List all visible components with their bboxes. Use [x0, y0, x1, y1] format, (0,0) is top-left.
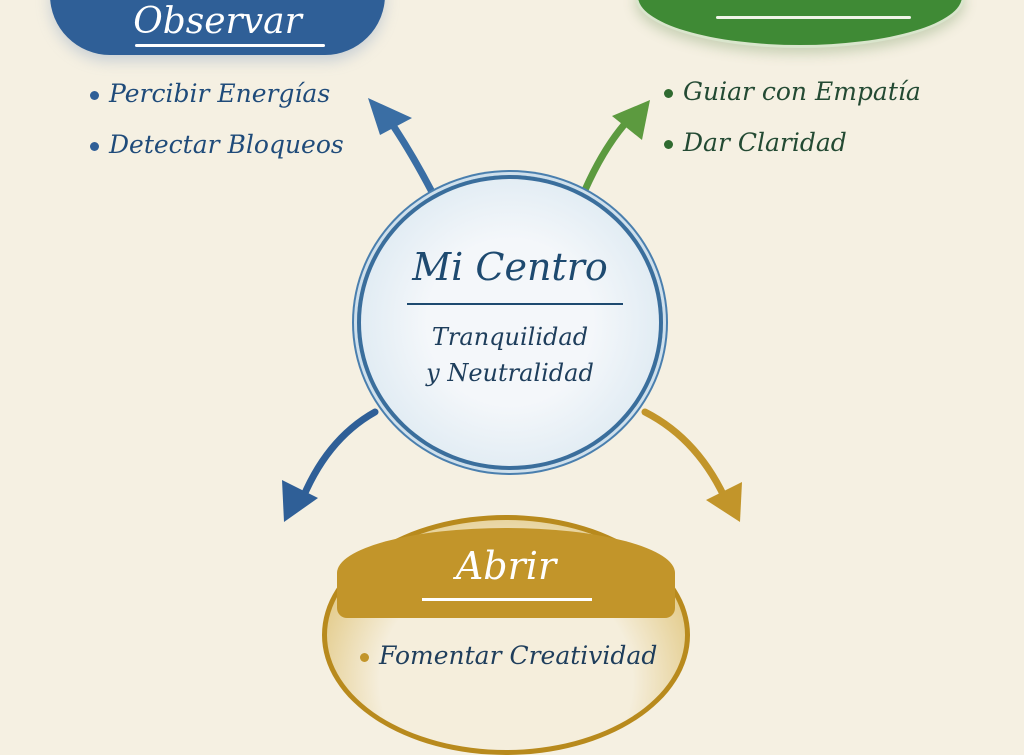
- arrowhead-icon: [612, 100, 650, 140]
- bullet-icon: [360, 653, 369, 662]
- abrir-underline: [422, 598, 592, 601]
- list-item: Guiar con Empatía: [664, 66, 921, 117]
- list-item: Dar Claridad: [664, 117, 921, 168]
- guiar-list: Guiar con Empatía Dar Claridad: [664, 66, 921, 168]
- arrow-observar: [384, 114, 436, 196]
- abrir-title: Abrir: [455, 544, 557, 588]
- center-line1: Tranquilidad: [431, 323, 589, 351]
- bullet-icon: [664, 89, 673, 98]
- bullet-icon: [90, 91, 99, 100]
- guiar-underline: [716, 16, 911, 19]
- list-item: Detectar Bloqueos: [90, 119, 344, 170]
- list-item: Fomentar Creatividad: [360, 630, 657, 681]
- observar-title: Observar: [133, 1, 302, 42]
- arrow-guiar: [581, 114, 634, 194]
- arrowhead-icon: [368, 98, 412, 135]
- observar-list: Percibir Energías Detectar Bloqueos: [90, 68, 344, 170]
- item-text: Dar Claridad: [683, 128, 847, 157]
- item-text: Fomentar Creatividad: [379, 641, 658, 670]
- abrir-header: [337, 528, 675, 618]
- center-title: Mi Centro: [412, 245, 608, 289]
- observar-node: Observar: [50, 0, 385, 55]
- center-node: Mi Centro Tranquilidad y Neutralidad: [357, 175, 663, 470]
- arrow-down-right: [641, 408, 732, 509]
- item-text: Detectar Bloqueos: [109, 130, 344, 159]
- observar-underline: [135, 44, 325, 47]
- arrowhead-icon: [706, 482, 742, 522]
- arrowhead-icon: [282, 480, 318, 522]
- arrows: [282, 98, 742, 522]
- center-divider: [407, 303, 623, 305]
- item-text: Guiar con Empatía: [683, 77, 921, 106]
- list-item: Percibir Energías: [90, 68, 344, 119]
- bullet-icon: [664, 140, 673, 149]
- arrow-down-left: [296, 408, 379, 509]
- abrir-list: Fomentar Creatividad: [360, 630, 657, 681]
- bullet-icon: [90, 142, 99, 151]
- item-text: Percibir Energías: [109, 79, 331, 108]
- center-subtitle: Tranquilidad y Neutralidad: [361, 319, 659, 391]
- center-line2: y Neutralidad: [426, 359, 594, 387]
